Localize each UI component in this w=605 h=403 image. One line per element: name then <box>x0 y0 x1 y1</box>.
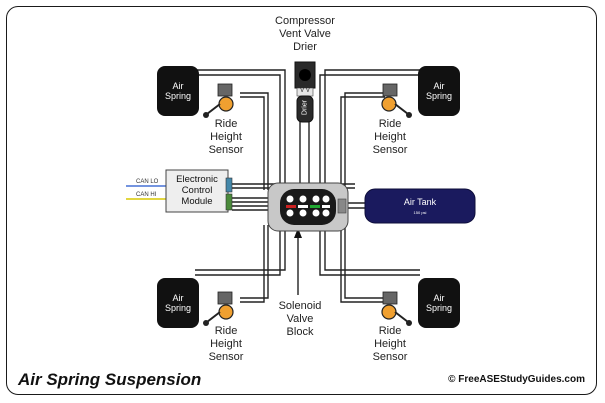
compressor-label-line-3: Drier <box>293 41 317 53</box>
solenoid-label: Solenoid Valve Block <box>270 300 330 339</box>
ecm-label-line-1: Electronic <box>176 174 218 185</box>
ride-height-label-line-1: Ride <box>378 118 402 130</box>
air-spring-rear-left <box>157 278 199 328</box>
ride-height-label-line-3: Sensor <box>208 351 244 363</box>
air-tank <box>364 188 476 224</box>
can-hi-label: CAN HI <box>136 192 157 198</box>
compressor-label-line-2: Vent Valve <box>279 28 331 40</box>
ride-height-label-line-1: Ride <box>214 118 238 130</box>
ride-height-label-line-2: Height <box>374 338 406 350</box>
air-spring-label-line-1: Air <box>172 81 184 91</box>
compressor-label-line-1: Compressor <box>275 15 335 27</box>
ride-height-sensor-rear-right <box>381 291 412 326</box>
air-spring-label-line-2: Spring <box>164 303 191 313</box>
air-spring-front-right-label: Air Spring <box>419 81 459 101</box>
ride-height-label-line-2: Height <box>210 338 242 350</box>
ride-height-label-line-3: Sensor <box>208 144 244 156</box>
ecm-connector-top <box>225 177 233 193</box>
ride-height-label-line-3: Sensor <box>372 144 408 156</box>
ride-height-label-line-2: Height <box>374 131 406 143</box>
air-tank-label: Air Tank <box>403 197 437 207</box>
air-spring-label-line-2: Spring <box>164 91 191 101</box>
ride-height-label-line-1: Ride <box>378 325 402 337</box>
air-tank-pressure: 150 psi <box>413 210 427 215</box>
air-spring-label-line-1: Air <box>172 293 184 303</box>
air-spring-front-right <box>418 66 460 116</box>
air-spring-rear-right-label: Air Spring <box>419 293 459 313</box>
ecm-label-line-2: Control <box>181 185 213 196</box>
air-spring-label-line-2: Spring <box>425 303 452 313</box>
drier-text: Drier <box>301 99 309 116</box>
copyright: © FreeASEStudyGuides.com <box>448 374 585 385</box>
solenoid-label-line-2: Valve <box>286 313 314 325</box>
air-lines <box>195 69 420 303</box>
compressor-assembly <box>294 61 316 123</box>
solenoid-label-line-1: Solenoid <box>278 300 322 312</box>
ride-height-sensor-front-left <box>203 83 234 118</box>
can-lo-label: CAN LO <box>136 179 159 185</box>
ecm-label: Electronic Control Module <box>167 174 227 207</box>
vent-valve-text: V V <box>300 88 310 94</box>
ride-height-label-line-3: Sensor <box>372 351 408 363</box>
ride-height-label-line-1: Ride <box>214 325 238 337</box>
ride-height-rear-right-label: Ride Height Sensor <box>362 325 418 364</box>
ride-height-sensor-front-right <box>381 83 412 118</box>
solenoid-arrow <box>294 228 302 238</box>
air-spring-rear-left-label: Air Spring <box>158 293 198 313</box>
ride-height-sensor-rear-left <box>203 291 234 326</box>
compressor-label: Compressor Vent Valve Drier <box>262 15 348 54</box>
ride-height-front-right-label: Ride Height Sensor <box>362 118 418 157</box>
ride-height-rear-left-label: Ride Height Sensor <box>198 325 254 364</box>
air-spring-rear-right <box>418 278 460 328</box>
air-spring-front-left <box>157 66 199 116</box>
diagram-title: Air Spring Suspension <box>18 370 202 389</box>
air-spring-label-line-2: Spring <box>425 91 452 101</box>
solenoid-valve-block <box>267 182 349 232</box>
ecm-connector-bottom <box>225 193 233 211</box>
ride-height-label-line-2: Height <box>210 131 242 143</box>
solenoid-label-line-3: Block <box>286 326 314 338</box>
ecm-label-line-3: Module <box>181 196 213 207</box>
air-spring-label-line-1: Air <box>433 81 445 91</box>
ride-height-front-left-label: Ride Height Sensor <box>198 118 254 157</box>
diagram-frame <box>6 6 597 395</box>
air-spring-front-left-label: Air Spring <box>158 81 198 101</box>
air-spring-label-line-1: Air <box>433 293 445 303</box>
